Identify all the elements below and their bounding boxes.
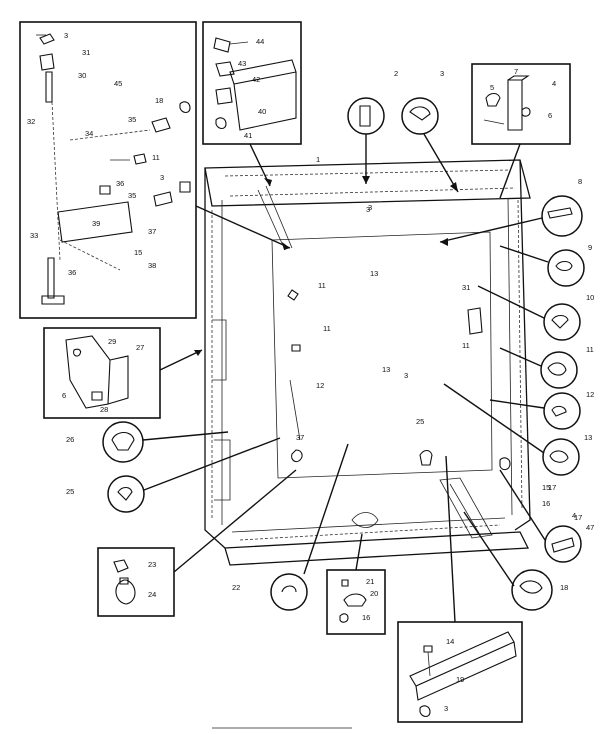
circle-label: 3 <box>440 69 444 78</box>
circle-label: 25 <box>66 487 74 496</box>
side-label: 17 <box>574 513 582 522</box>
bracket-label: 28 <box>100 405 108 414</box>
bulb-label: 23 <box>148 560 156 569</box>
cabinet-label: 15 <box>542 483 550 492</box>
cabinet-label: 12 <box>316 381 324 390</box>
rail-box <box>397 621 523 723</box>
left-box-label: 35 <box>128 191 136 200</box>
circle-label: 11 <box>586 345 594 354</box>
bracket-label: 27 <box>136 343 144 352</box>
cabinet-label: 47 <box>586 523 594 532</box>
clip-label: 16 <box>362 613 370 622</box>
clip-label: 21 <box>366 577 374 586</box>
leader-lines <box>142 133 549 623</box>
rail-label: 3 <box>444 704 448 713</box>
left-box-label: 11 <box>152 153 160 162</box>
left-box-label: 3 <box>64 31 68 40</box>
circle-label: 13 <box>584 433 592 442</box>
bulb-label: 24 <box>148 590 156 599</box>
left-box-label: 33 <box>30 231 38 240</box>
cabinet-label: 3 <box>404 371 408 380</box>
circle-label: 17 <box>548 483 556 492</box>
top-box-label: 42 <box>252 75 260 84</box>
bracket-box <box>43 327 161 419</box>
left-box-label: 30 <box>78 71 86 80</box>
left-box-label: 31 <box>82 48 90 57</box>
top-right-box <box>471 63 571 145</box>
circle-label: 26 <box>66 435 74 444</box>
top-box-label: 44 <box>256 37 264 46</box>
left-box-label: 3 <box>160 173 164 182</box>
top-box-label: 43 <box>238 59 246 68</box>
cabinet-label: 1 <box>316 155 320 164</box>
top-right-label: 5 <box>490 83 494 92</box>
cabinet-label: 11 <box>318 281 326 290</box>
clip-box <box>326 569 386 635</box>
cabinet-label: 11 <box>323 324 331 333</box>
side-label: 16 <box>542 499 550 508</box>
left-box-label: 32 <box>27 117 35 126</box>
circle-label: 12 <box>586 390 594 399</box>
left-detail-box <box>19 21 197 319</box>
left-box-label: 15 <box>134 248 142 257</box>
cabinet-label: 13 <box>382 365 390 374</box>
top-right-label: 7 <box>514 67 518 76</box>
circle-label: 8 <box>578 177 582 186</box>
bracket-label: 6 <box>62 391 66 400</box>
cabinet-label: 25 <box>416 417 424 426</box>
left-box-label: 36 <box>116 179 124 188</box>
top-right-label: 6 <box>548 111 552 120</box>
cabinet-label: 3 <box>368 203 372 212</box>
left-box-label: 38 <box>148 261 156 270</box>
left-box-label: 39 <box>92 219 100 228</box>
rail-label: 19 <box>456 675 464 684</box>
left-box-label: 36 <box>68 268 76 277</box>
rail-label: 14 <box>446 637 454 646</box>
cabinet-label: 37 <box>296 433 304 442</box>
side-label: 11 <box>462 341 470 350</box>
left-box-label: 35 <box>128 115 136 124</box>
cabinet-label: 3 <box>366 205 370 214</box>
circle-label: 9 <box>588 243 592 252</box>
bracket-label: 29 <box>108 337 116 346</box>
circle-label: 22 <box>232 583 240 592</box>
side-label: 4 <box>572 511 576 520</box>
circle-callouts <box>102 97 585 611</box>
cabinet-frame <box>204 159 531 566</box>
left-box-label: 18 <box>155 96 163 105</box>
top-box-label: 40 <box>258 107 266 116</box>
circle-label: 18 <box>560 583 568 592</box>
cabinet-label: 13 <box>370 269 378 278</box>
circle-label: 10 <box>586 293 594 302</box>
side-label: 31 <box>462 283 470 292</box>
left-box-label: 37 <box>148 227 156 236</box>
bulb-box <box>97 547 175 617</box>
top-detail-box <box>202 21 302 145</box>
circle-label: 2 <box>394 69 398 78</box>
top-box-label: 41 <box>244 131 252 140</box>
top-right-label: 4 <box>552 79 556 88</box>
clip-label: 20 <box>370 589 378 598</box>
left-box-label: 45 <box>114 79 122 88</box>
left-box-label: 34 <box>85 129 93 138</box>
